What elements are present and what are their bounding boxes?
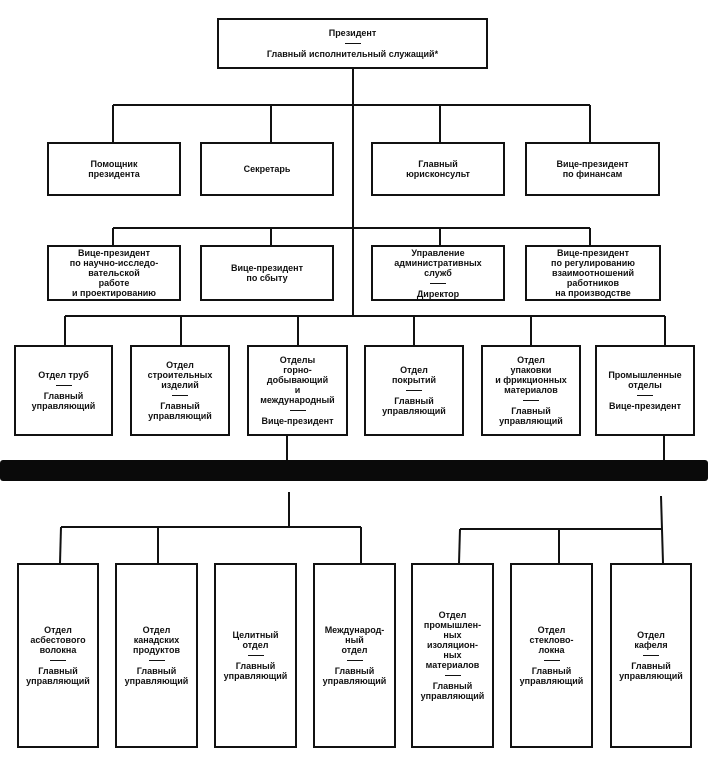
divider [444,675,461,676]
box-title: Отдел канадских продуктов [133,625,180,655]
box-title: Президент [328,28,377,38]
box-subtitle: Главный управляющий [499,406,563,426]
divider [289,410,306,411]
box-title: Отдел труб [38,370,89,380]
box-subtitle: Главный управляющий [382,396,446,416]
divider [346,660,363,661]
box-title: Отдел покрытий [391,365,437,385]
box-title: Целитный отдел [232,630,279,650]
box-subtitle: Главный управляющий [619,661,683,681]
box-title: Отдел промышлен- ных изоляцион- ных мате… [423,610,482,670]
box-title: Отдел упаковки и фрикционных материалов [495,355,567,395]
divider [55,385,72,386]
divider [406,390,422,391]
box-title: Управление административных служб [394,247,482,278]
divider [344,43,361,44]
box-subtitle: Директор [416,288,460,299]
divider [643,655,659,656]
box-subtitle: Главный управляющий [223,661,288,681]
president-box: Президент Главный исполнительный служащи… [217,18,488,69]
box-title: Отдел стеклово- локна [529,625,574,655]
box-title: Отдел кафеля [634,630,668,650]
row1-box: Секретарь [200,142,334,196]
box-subtitle: Вице-президент [261,416,334,426]
divider [50,660,66,661]
box-title: Вице-президент по научно-исследо- ватель… [69,248,159,298]
box-title: Вице-президент по регулированию взаимоот… [551,248,635,298]
row1-box: Главный юрисконсульт [371,142,505,196]
box-title: Промышленные отделы [608,370,682,390]
row2-box: Вице-президент по сбыту [200,245,334,301]
box-subtitle: Главный управляющий [519,666,584,686]
box-subtitle: Главный управляющий [148,401,212,421]
box-subtitle: Главный управляющий [31,391,96,411]
row3-box: Отделы горно- добывающий и международный… [247,345,348,436]
row1-box: Вице-президент по финансам [525,142,660,196]
row1-box: Помощник президента [47,142,181,196]
box-title: Секретарь [243,164,291,174]
divider [543,660,560,661]
box-subtitle: Главный управляющий [124,666,189,686]
box-title: Международ- ный отдел [324,625,385,655]
row2-box: Вице-президент по регулированию взаимоот… [525,245,661,301]
divider [247,655,264,656]
divider [172,395,188,396]
box-title: Вице-президент по сбыту [230,263,304,283]
row4-box: Отдел промышлен- ных изоляцион- ных мате… [411,563,494,748]
scan-fold-band [0,460,708,481]
divider [148,660,165,661]
box-subtitle: Главный управляющий [420,681,485,701]
box-subtitle: Главный исполнительный служащий* [266,49,439,59]
box-title: Отдел строительных изделий [147,360,213,390]
box-subtitle: Главный управляющий [322,666,387,686]
box-title: Помощник президента [88,159,140,179]
box-title: Отделы горно- добывающий и международный [260,355,335,405]
row2-box: Вице-президент по научно-исследо- ватель… [47,245,181,301]
divider [523,400,539,401]
box-title: Отдел асбестового волокна [30,625,86,655]
box-title: Главный юрисконсульт [406,159,470,179]
box-subtitle: Вице-президент [608,401,682,411]
divider [430,282,446,284]
box-subtitle: Главный управляющий [26,666,90,686]
box-title: Вице-президент по финансам [556,159,629,179]
divider [637,395,653,396]
